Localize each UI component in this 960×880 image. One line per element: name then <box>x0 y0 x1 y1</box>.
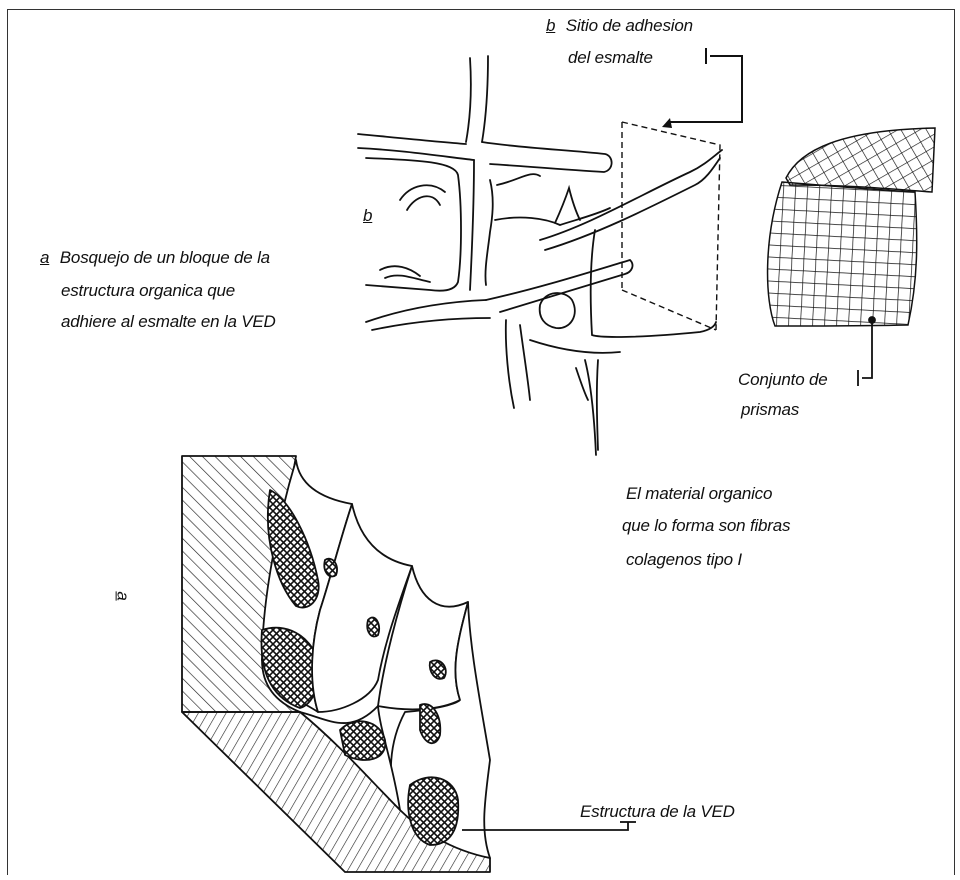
label-a-text1: Bosquejo de un bloque de la <box>60 248 270 267</box>
material-line2: que lo forma son fibras <box>622 514 790 538</box>
material-line3: colagenos tipo I <box>626 548 742 572</box>
dashed-block-outline <box>622 122 720 330</box>
panel-b-tag: b <box>363 204 372 228</box>
prism-block <box>768 128 935 326</box>
label-a-letter: a <box>40 248 49 267</box>
label-b-line2: del esmalte <box>568 46 653 70</box>
prism-leader <box>858 317 875 386</box>
prisms-label-line2: prismas <box>741 398 799 422</box>
label-a-line2: estructura organica que <box>61 279 235 303</box>
organic-block-sketch <box>358 56 722 455</box>
ved-structure-label: Estructura de la VED <box>580 800 735 824</box>
prisms-label-line1: Conjunto de <box>738 368 827 392</box>
material-line1: El material organico <box>626 482 772 506</box>
label-a-line1: a Bosquejo de un bloque de la <box>40 246 270 270</box>
ved-structure-sketch <box>182 456 490 872</box>
label-b-letter: b <box>546 16 555 35</box>
label-b-text1: Sitio de adhesion <box>566 16 693 35</box>
adhesion-leader <box>662 48 742 128</box>
label-a-line3: adhiere al esmalte en la VED <box>61 310 276 334</box>
label-b-line1: b Sitio de adhesion <box>546 14 693 38</box>
panel-a-tag: a <box>111 591 135 600</box>
